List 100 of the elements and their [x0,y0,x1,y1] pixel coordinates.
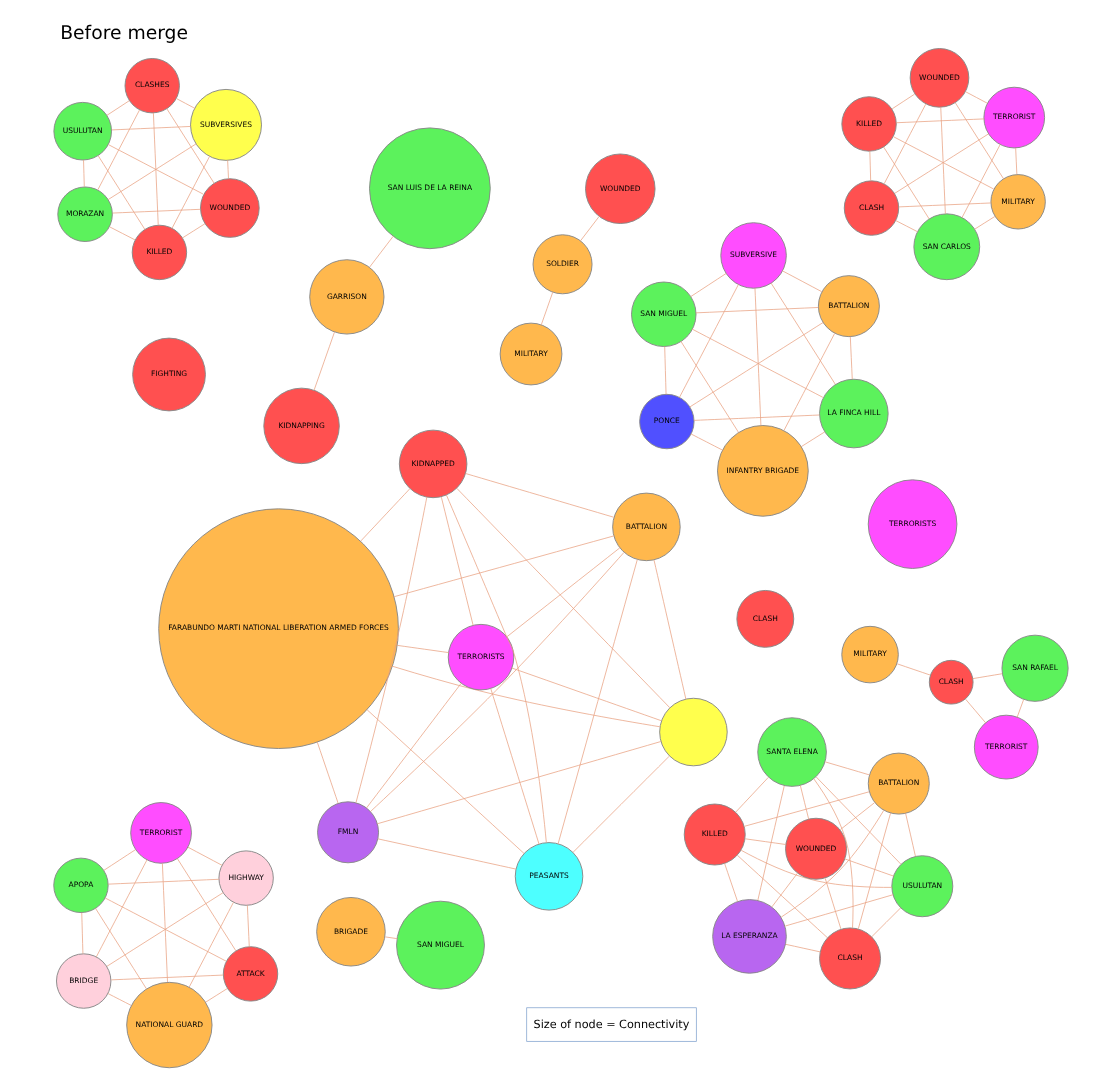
connector [455,487,670,709]
connector [939,106,945,215]
connector [692,414,819,421]
connector [96,155,145,230]
connector [848,336,852,380]
connector [1014,147,1017,175]
connector [742,791,869,827]
connector [843,858,893,877]
connector [736,854,827,938]
connector [894,118,984,124]
connector [964,91,987,104]
connector [756,785,784,901]
connector [312,331,334,391]
connector [106,993,131,1006]
connector [186,846,222,866]
connector [723,863,737,902]
connector [105,100,129,116]
connector [376,741,661,825]
connector [110,126,190,131]
connector [106,878,219,885]
connector [369,552,624,812]
connector [897,202,991,208]
connector [734,777,768,813]
connector [868,150,871,181]
connector [170,155,209,229]
connector [838,802,874,831]
connector [109,974,223,981]
connector [226,159,228,179]
connector [823,761,869,776]
connector [895,663,930,676]
connector [368,235,393,268]
connector [464,473,614,518]
connector [354,496,427,803]
connector [439,496,473,626]
connector [246,905,249,948]
connector [204,988,227,1003]
connector [678,284,738,398]
connector [82,159,84,187]
connector [359,488,410,542]
connector [392,535,614,598]
connector [489,688,539,845]
connector [971,673,1002,679]
connector [102,849,135,871]
connector [870,907,900,938]
connector [960,144,1000,218]
connector [94,859,147,958]
connector [800,431,824,447]
connector [445,494,546,843]
connector [973,216,995,230]
connector [579,216,599,242]
connector [663,346,666,395]
connector [376,838,516,870]
connector [743,838,786,845]
connector [890,93,914,110]
connector [823,877,841,930]
connector [781,270,822,293]
connector [856,812,890,930]
connector [689,273,726,297]
connector [556,559,637,845]
connector [814,776,901,865]
connector [96,109,139,191]
connector [571,755,669,853]
connector [882,146,929,220]
connector [882,103,926,185]
connector [94,908,146,990]
diagram-title: Before merge [59,23,188,46]
connector [739,849,892,888]
connector [689,433,722,451]
connector [769,282,835,385]
node-circle [658,697,727,767]
connector [152,112,158,226]
connector [108,226,135,241]
connector [694,307,818,314]
connector [770,872,797,908]
connector [161,863,167,983]
connector [799,785,809,820]
connector [165,108,214,184]
connector [782,333,835,431]
connector [812,778,853,929]
connector [779,809,884,918]
connector [652,559,686,700]
connector [181,223,205,239]
connector [315,741,338,804]
connector [390,665,660,728]
connector [80,912,83,954]
connector [1015,699,1023,718]
connector [365,709,524,854]
connector [784,944,820,953]
connector [365,683,461,809]
connector [539,291,553,326]
connector [111,208,200,214]
connector [383,936,397,940]
connector [187,902,233,988]
connector [753,287,761,426]
connector [783,894,893,927]
connector [510,667,661,722]
connector [505,547,620,638]
connector [679,341,738,433]
connector [175,98,195,109]
connector [954,102,1003,180]
